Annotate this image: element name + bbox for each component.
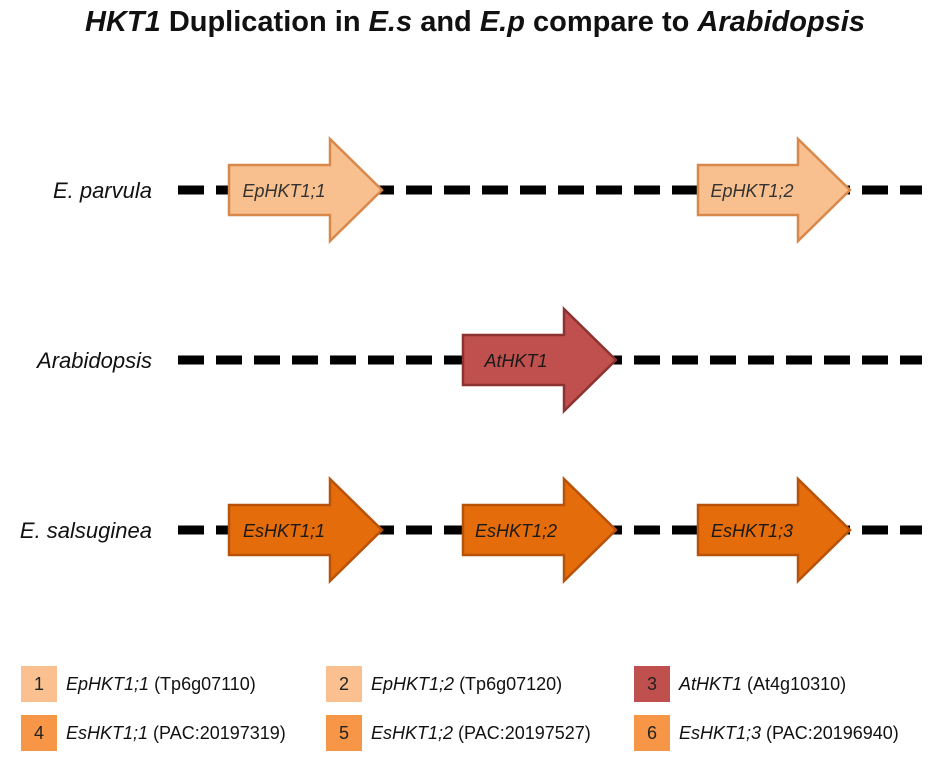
gene-arrow-ephkt1-1	[227, 136, 384, 244]
species-label-e-salsuginea: E. salsuginea	[19, 518, 152, 543]
legend-number-6: 6	[646, 722, 657, 743]
title-word2: and	[420, 6, 472, 38]
gene-arrow-eshkt1-1	[227, 476, 384, 584]
legend-id-5: (PAC:20197527)	[458, 722, 591, 743]
gene-arrow-eshkt1-2	[461, 476, 618, 584]
gene-label-eshkt1-1: EsHKT1;1	[243, 521, 325, 541]
legend-id-4: (PAC:20197319)	[153, 722, 286, 743]
legend-swatch-5: 5	[326, 715, 362, 751]
legend-swatch-4: 4	[21, 715, 57, 751]
gene-label-athkt1: AtHKT1	[483, 351, 547, 371]
title-species-arabidopsis: Arabidopsis	[697, 6, 865, 38]
legend-gene-1: EpHKT1;1	[66, 673, 150, 694]
species-label-arabidopsis: Arabidopsis	[37, 348, 152, 373]
legend-number-3: 3	[646, 673, 657, 694]
legend-gene-5: EsHKT1;2	[371, 722, 454, 743]
legend-number-2: 2	[338, 673, 349, 694]
title-species-es: E.s	[368, 6, 413, 38]
legend-number-1: 1	[33, 673, 44, 694]
legend-swatch-6: 6	[634, 715, 670, 751]
gene-tracks-diagram: EpHKT1;1 EpHKT1;2 AtHKT1 EsHKT1;1 EsHKT1…	[178, 136, 922, 584]
legend-item-5: 5 EsHKT1;2 (PAC:20197527)	[326, 715, 591, 751]
gene-arrow-ephkt1-2	[696, 136, 852, 244]
legend-item-2: 2 EpHKT1;2 (Tp6g07120)	[326, 666, 562, 702]
legend-gene-4: EsHKT1;1	[66, 722, 149, 743]
legend-number-4: 4	[33, 722, 44, 743]
title-gene: HKT1	[85, 6, 161, 38]
gene-label-ephkt1-2: EpHKT1;2	[710, 181, 793, 201]
legend-number-5: 5	[338, 722, 349, 743]
legend-item-4: 4 EsHKT1;1 (PAC:20197319)	[21, 715, 286, 751]
gene-label-eshkt1-3: EsHKT1;3	[711, 521, 793, 541]
legend-gene-3: AtHKT1	[679, 673, 743, 694]
legend-id-1: (Tp6g07110)	[154, 673, 256, 694]
legend-swatch-1: 1	[21, 666, 57, 702]
legend-swatch-2: 2	[326, 666, 362, 702]
legend-id-6: (PAC:20196940)	[766, 722, 899, 743]
legend-row-1: 1 EpHKT1;1 (Tp6g07110) 2 EpHKT1;2 (Tp6g0…	[0, 666, 950, 702]
title-word1: Duplication in	[168, 6, 361, 38]
legend-gene-2: EpHKT1;2	[371, 673, 455, 694]
legend-item-3: 3 AtHKT1 (At4g10310)	[634, 666, 846, 702]
legend-swatch-3: 3	[634, 666, 670, 702]
gene-arrow-athkt1	[461, 306, 618, 414]
legend-id-2: (Tp6g07120)	[459, 673, 563, 694]
title-species-ep: E.p	[479, 6, 525, 38]
gene-arrow-eshkt1-3	[696, 476, 852, 584]
title-word3: compare to	[533, 6, 690, 38]
legend-item-6: 6 EsHKT1;3 (PAC:20196940)	[634, 715, 899, 751]
gene-label-ephkt1-1: EpHKT1;1	[242, 181, 325, 201]
legend-item-1: 1 EpHKT1;1 (Tp6g07110)	[21, 666, 256, 702]
species-label-e-parvula: E. parvula	[52, 178, 152, 203]
gene-label-eshkt1-2: EsHKT1;2	[475, 521, 557, 541]
legend-gene-6: EsHKT1;3	[679, 722, 762, 743]
legend-row-2: 4 EsHKT1;1 (PAC:20197319) 5 EsHKT1;2 (PA…	[0, 715, 950, 751]
page-title: HKT1 Duplication in E.s and E.p compare …	[0, 6, 950, 39]
legend-id-3: (At4g10310)	[747, 673, 847, 694]
